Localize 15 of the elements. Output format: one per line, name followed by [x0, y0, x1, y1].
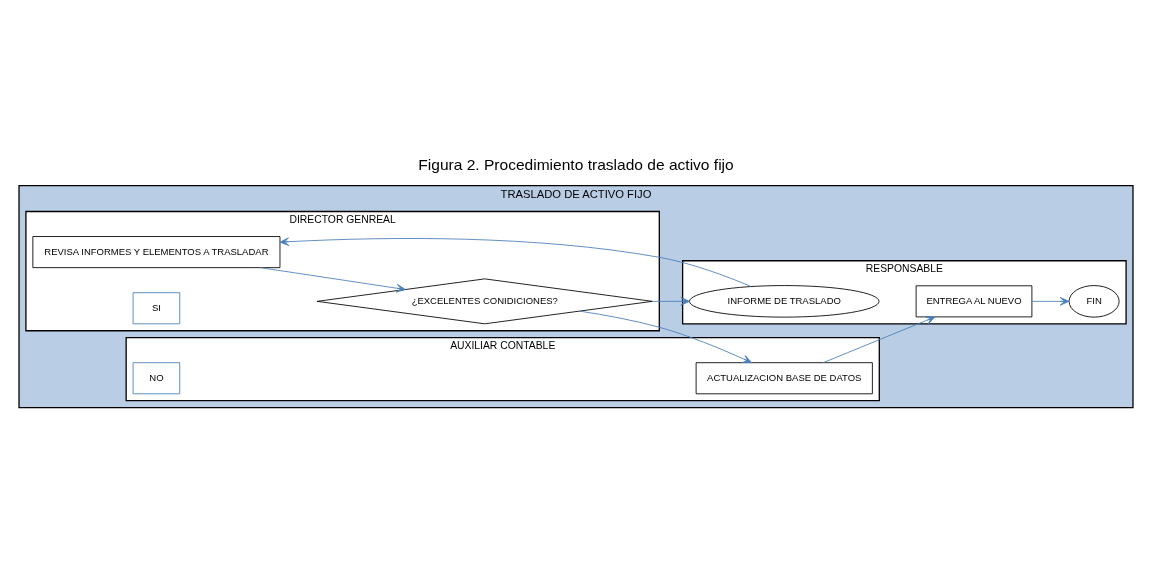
node-box: ENTREGA AL NUEVO — [915, 284, 1033, 317]
node-ellipse: INFORME DE TRASLADO — [689, 284, 880, 318]
arrow — [579, 310, 752, 363]
arrow — [652, 296, 690, 306]
node-box: ACTUALIZACION BASE DE DATOS — [695, 361, 873, 394]
arrow — [822, 315, 936, 363]
node-box: SI — [132, 291, 181, 324]
diagram-title: Figura 2. Procedimiento traslado de activo fijo — [418, 155, 734, 173]
arrow — [279, 236, 752, 287]
node-diamond: ¿EXCELENTES CONIDICIONES? — [316, 277, 653, 324]
arrow — [260, 266, 406, 292]
node-ellipse: FIN — [1068, 284, 1120, 318]
arrow — [1031, 296, 1070, 306]
node-box: NO — [132, 361, 181, 394]
node-box: REVISA INFORMES Y ELEMENTOS A TRASLADAR — [32, 235, 281, 268]
